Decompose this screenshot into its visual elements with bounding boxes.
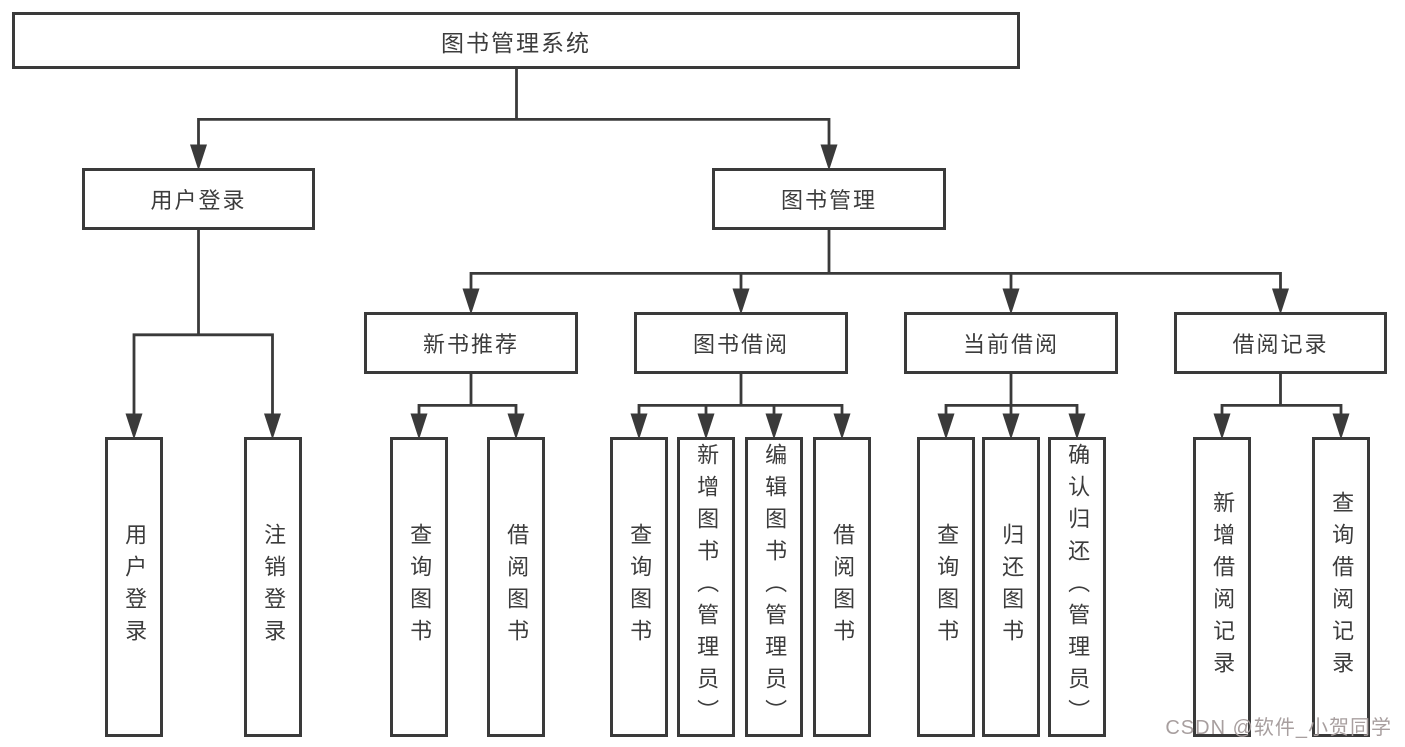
node-cb-confirm-return-admin: 确认归还（管理员） <box>1048 437 1106 737</box>
node-book-management-module: 图书管理 <box>712 168 946 230</box>
node-bb-query-book: 查询图书 <box>610 437 668 737</box>
node-br-query-record: 查询借阅记录 <box>1312 437 1370 737</box>
node-nb-borrow-book: 借阅图书 <box>487 437 545 737</box>
node-br-add-record: 新增借阅记录 <box>1193 437 1251 737</box>
node-user-login-module: 用户登录 <box>82 168 315 230</box>
node-nb-query-book: 查询图书 <box>390 437 448 737</box>
node-bb-add-book-admin: 新增图书（管理员） <box>677 437 735 737</box>
node-library-management-system: 图书管理系统 <box>12 12 1020 69</box>
node-borrow-records: 借阅记录 <box>1174 312 1387 374</box>
node-bb-edit-book-admin: 编辑图书（管理员） <box>745 437 803 737</box>
node-bb-borrow-book: 借阅图书 <box>813 437 871 737</box>
node-logout: 注销登录 <box>244 437 302 737</box>
node-cb-query-book: 查询图书 <box>917 437 975 737</box>
node-user-login-leaf: 用户登录 <box>105 437 163 737</box>
node-new-book-recommend: 新书推荐 <box>364 312 578 374</box>
node-book-borrow: 图书借阅 <box>634 312 848 374</box>
node-current-borrow: 当前借阅 <box>904 312 1118 374</box>
node-cb-return-book: 归还图书 <box>982 437 1040 737</box>
